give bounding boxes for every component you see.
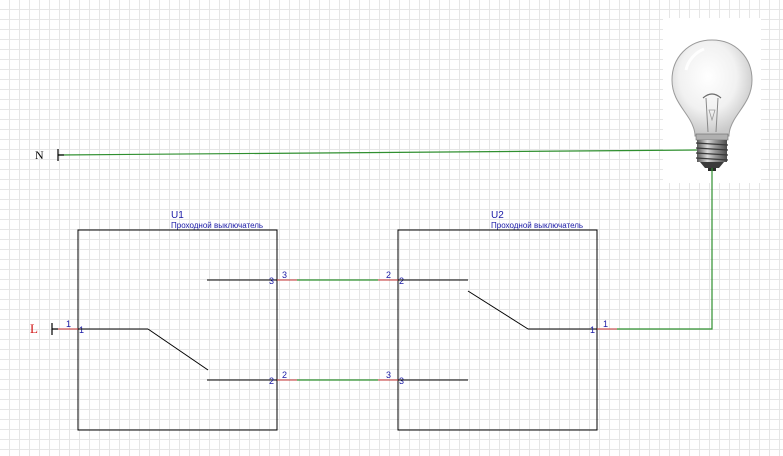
switch-u1-pin1-inner-label: 1 — [79, 325, 84, 335]
terminal-l-label: L — [30, 321, 38, 336]
terminal-n-label: N — [35, 148, 44, 162]
switch-u2-ref: U2 — [491, 210, 504, 221]
switch-u2-pin3-inner-label: 3 — [399, 376, 404, 386]
switch-u1-pin2-outer-label: 2 — [282, 370, 287, 380]
terminal-l: L — [30, 321, 58, 336]
switch-u1-pin1-outer-label: 1 — [66, 319, 71, 329]
switch-u1-pin2-inner-label: 2 — [269, 376, 274, 386]
switch-u1: U1 Проходной выключатель 1 1 3 3 2 2 — [58, 210, 297, 431]
switch-u1-body — [77, 229, 278, 431]
terminal-n: N — [35, 148, 64, 162]
switch-u2-pin1-outer-label: 1 — [603, 319, 608, 329]
light-bulb-icon — [671, 39, 753, 171]
wire-lamp-to-u2 — [617, 168, 713, 330]
switch-u1-blade — [147, 328, 209, 371]
switch-u2-type: Проходной выключатель — [491, 221, 583, 230]
switch-u2-pin3-outer-label: 3 — [386, 370, 391, 380]
switch-u2-blade — [467, 290, 529, 330]
lamp — [663, 18, 761, 183]
switch-u2: U2 Проходной выключатель 2 2 3 3 1 1 — [378, 210, 617, 431]
switch-u1-type: Проходной выключатель — [171, 221, 263, 230]
switch-u1-pin3-outer-label: 3 — [282, 270, 287, 280]
switch-u2-pin1-inner-label: 1 — [590, 325, 595, 335]
wire-neutral-to-lamp — [57, 149, 698, 156]
switch-u2-pin2-outer-label: 2 — [386, 270, 391, 280]
switch-u2-pin2-inner-label: 2 — [399, 276, 404, 286]
switch-u1-pin3-inner-label: 3 — [269, 276, 274, 286]
switch-u2-body — [397, 229, 598, 431]
wires — [57, 149, 713, 381]
switch-u1-ref: U1 — [171, 210, 184, 221]
